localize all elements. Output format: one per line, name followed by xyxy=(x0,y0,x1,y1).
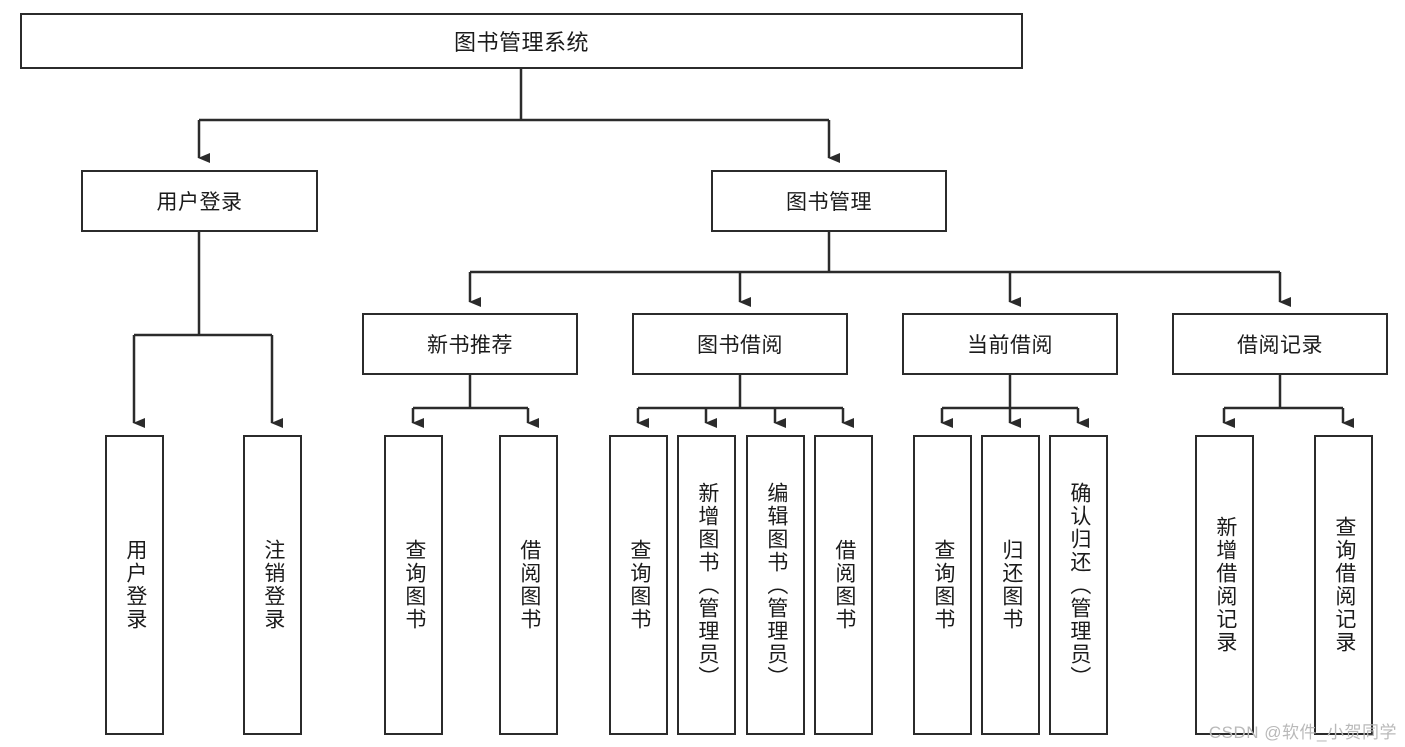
node-label: 用户登录 xyxy=(123,539,147,631)
node-new-book-recommend[interactable]: 新书推荐 xyxy=(362,313,578,375)
node-label: 确认归还（管理员） xyxy=(1067,481,1091,689)
node-borrow-record[interactable]: 借阅记录 xyxy=(1172,313,1388,375)
node-user-login[interactable]: 用户登录 xyxy=(81,170,318,232)
leaf-record-add-record[interactable]: 新增借阅记录 xyxy=(1195,435,1254,735)
node-label: 图书借阅 xyxy=(697,334,783,357)
node-label: 新书推荐 xyxy=(427,334,513,357)
leaf-borrow-add-book-admin[interactable]: 新增图书（管理员） xyxy=(677,435,736,735)
node-label: 查询图书 xyxy=(402,539,426,631)
leaf-current-query-book[interactable]: 查询图书 xyxy=(913,435,972,735)
node-label: 借阅图书 xyxy=(517,539,541,631)
leaf-borrow-edit-book-admin[interactable]: 编辑图书（管理员） xyxy=(746,435,805,735)
leaf-user-login[interactable]: 用户登录 xyxy=(105,435,164,735)
node-label: 用户登录 xyxy=(156,191,243,214)
node-label: 查询借阅记录 xyxy=(1332,516,1356,654)
node-label: 图书管理 xyxy=(786,191,872,214)
leaf-borrow-borrow-book[interactable]: 借阅图书 xyxy=(814,435,873,735)
leaf-recommend-query-book[interactable]: 查询图书 xyxy=(384,435,443,735)
leaf-user-logout[interactable]: 注销登录 xyxy=(243,435,302,735)
leaf-recommend-borrow-book[interactable]: 借阅图书 xyxy=(499,435,558,735)
node-label: 编辑图书（管理员） xyxy=(764,481,788,689)
node-root-system[interactable]: 图书管理系统 xyxy=(20,13,1023,69)
leaf-current-confirm-return-admin[interactable]: 确认归还（管理员） xyxy=(1049,435,1108,735)
node-label: 新增借阅记录 xyxy=(1213,516,1237,654)
node-label: 图书管理系统 xyxy=(453,30,589,55)
leaf-current-return-book[interactable]: 归还图书 xyxy=(981,435,1040,735)
node-label: 借阅记录 xyxy=(1237,334,1323,357)
node-label: 当前借阅 xyxy=(967,334,1053,357)
node-label: 借阅图书 xyxy=(832,539,856,631)
node-label: 查询图书 xyxy=(627,539,651,631)
leaf-borrow-query-book[interactable]: 查询图书 xyxy=(609,435,668,735)
node-label: 查询图书 xyxy=(931,539,955,631)
node-current-borrow[interactable]: 当前借阅 xyxy=(902,313,1118,375)
node-label: 归还图书 xyxy=(999,539,1023,631)
node-book-borrow[interactable]: 图书借阅 xyxy=(632,313,848,375)
node-label: 注销登录 xyxy=(261,539,285,631)
node-label: 新增图书（管理员） xyxy=(695,481,719,689)
watermark: CSDN @软件_小贺同学 xyxy=(1208,723,1397,742)
node-book-management[interactable]: 图书管理 xyxy=(711,170,947,232)
leaf-record-query-record[interactable]: 查询借阅记录 xyxy=(1314,435,1373,735)
